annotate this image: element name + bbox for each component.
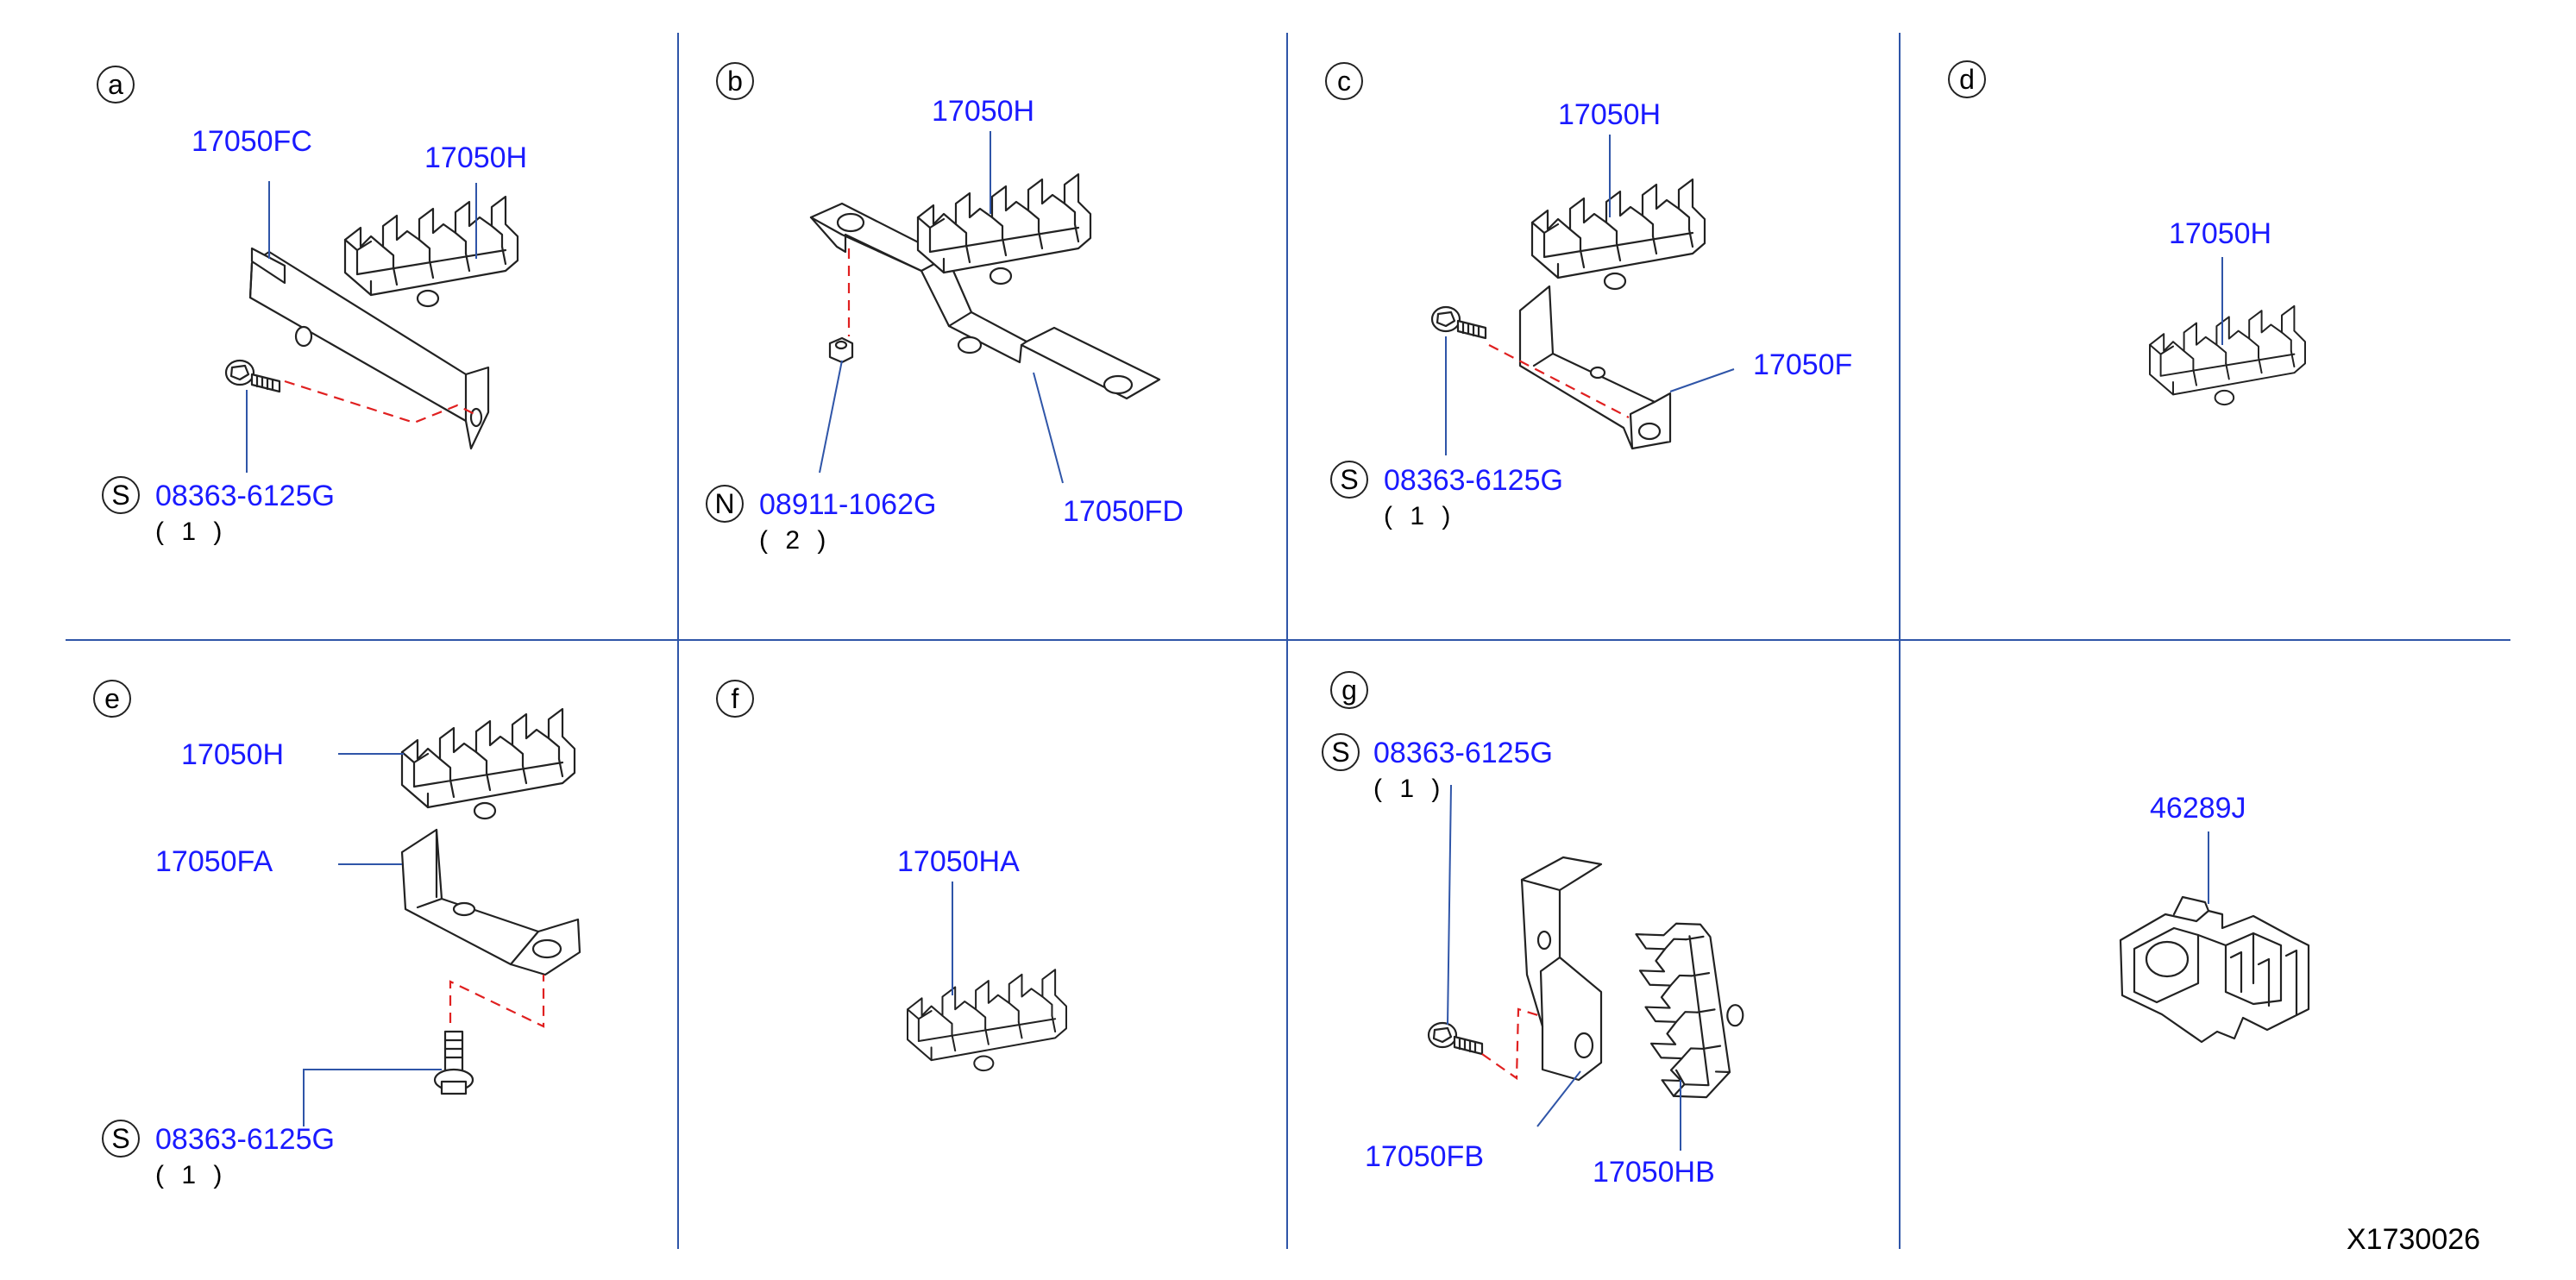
panel-letter: b	[727, 66, 743, 97]
panel-letter: g	[1341, 675, 1357, 706]
part-number[interactable]: 17050HB	[1593, 1156, 1715, 1189]
part-number[interactable]: 17050H	[1558, 98, 1661, 131]
quantity: ( 2 )	[759, 526, 831, 555]
panel-e: e 17050H 17050FA S 08363-6125G ( 1 )	[93, 680, 581, 1189]
prefix-circle	[1330, 461, 1368, 499]
part-prefix: N	[714, 488, 734, 519]
prefix-circle	[706, 485, 744, 523]
bracket-illustration	[400, 828, 581, 976]
clip-illustration	[400, 707, 576, 820]
quantity: ( 1 )	[155, 1161, 227, 1189]
panel-g: g S 08363-6125G ( 1 ) 17050FB 17050HB	[1322, 671, 1748, 1189]
leader	[1447, 784, 1452, 1026]
bolt-illustration	[1430, 305, 1487, 340]
prefix-circle	[1322, 733, 1360, 771]
bolt-illustration	[1427, 1021, 1484, 1056]
part-prefix: S	[111, 1123, 129, 1154]
leader	[303, 1069, 442, 1126]
panel-b: b 17050H N 08911-1062G ( 2 ) 17050FD	[706, 62, 1184, 555]
part-prefix: S	[1340, 464, 1358, 495]
bolt-illustration	[433, 1030, 474, 1095]
bracket-illustration	[248, 247, 490, 450]
panel-c: c 17050H 17050F S 08363-6125G ( 1 )	[1325, 62, 1852, 530]
leader	[1669, 368, 1735, 392]
panel-d: d 17050H	[1948, 60, 2306, 406]
panel-h: 46289J	[2119, 792, 2310, 1044]
quantity: ( 1 )	[1384, 502, 1455, 530]
panel-letter-circle	[1325, 62, 1363, 100]
prefix-circle	[102, 1120, 140, 1158]
quantity: ( 1 )	[1373, 775, 1445, 803]
part-number[interactable]: 17050FA	[155, 845, 273, 878]
bracket-illustration	[1518, 285, 1672, 450]
clip-illustration	[1629, 921, 1748, 1100]
part-number[interactable]: 17050FB	[1365, 1140, 1484, 1173]
panel-letter-circle	[716, 680, 754, 718]
clip-illustration	[2119, 895, 2310, 1044]
panel-letter: a	[108, 69, 123, 100]
part-prefix: S	[111, 480, 129, 511]
part-number[interactable]: 17050FC	[192, 125, 312, 158]
hidden-line	[1481, 1007, 1542, 1081]
part-number[interactable]: 46289J	[2150, 792, 2246, 825]
diagram-code: X1730026	[2347, 1223, 2480, 1256]
part-number[interactable]: 17050H	[424, 141, 527, 174]
bolt-illustration	[224, 359, 281, 393]
part-number[interactable]: 17050FD	[1063, 495, 1184, 528]
part-number[interactable]: 17050H	[932, 95, 1034, 128]
part-number[interactable]: 08911-1062G	[759, 488, 936, 521]
panel-letter-circle	[93, 680, 131, 718]
panel-grid	[66, 33, 2510, 1249]
nut-illustration	[828, 336, 854, 364]
panel-letter: d	[1959, 64, 1975, 95]
clip-illustration	[906, 969, 1068, 1072]
panel-letter: e	[104, 683, 120, 714]
panel-letter-circle	[716, 62, 754, 100]
clip-illustration	[916, 173, 1092, 285]
panel-letter-circle	[1948, 60, 1986, 98]
panel-f: f 17050HA	[716, 680, 1068, 1072]
panel-letter: c	[1337, 66, 1351, 97]
part-number[interactable]: 17050H	[181, 738, 284, 771]
part-number[interactable]: 17050F	[1753, 348, 1852, 381]
hidden-line	[284, 380, 475, 424]
leader	[1536, 1070, 1581, 1127]
bracket-illustration	[1520, 856, 1603, 1082]
part-prefix: S	[1331, 737, 1349, 768]
leader	[819, 360, 843, 474]
leader	[1033, 372, 1064, 484]
part-number[interactable]: 08363-6125G	[1384, 464, 1563, 497]
panel-letter-circle	[1330, 671, 1368, 709]
panel-letter: f	[732, 683, 739, 714]
hidden-line	[1488, 344, 1630, 418]
part-number[interactable]: 17050HA	[897, 845, 1020, 878]
part-number[interactable]: 17050H	[2169, 217, 2271, 250]
panel-letter-circle	[97, 66, 135, 104]
clip-illustration	[2149, 304, 2306, 406]
prefix-circle	[102, 476, 140, 514]
quantity: ( 1 )	[155, 518, 227, 546]
part-number[interactable]: 08363-6125G	[155, 1123, 335, 1156]
hidden-line	[449, 975, 545, 1028]
part-number[interactable]: 08363-6125G	[155, 480, 335, 512]
clip-illustration	[343, 195, 519, 308]
part-number[interactable]: 08363-6125G	[1373, 737, 1553, 769]
clip-illustration	[1530, 178, 1706, 291]
panel-a: a 17050FC 17050H S 08363-6125G ( 1 )	[97, 66, 527, 546]
